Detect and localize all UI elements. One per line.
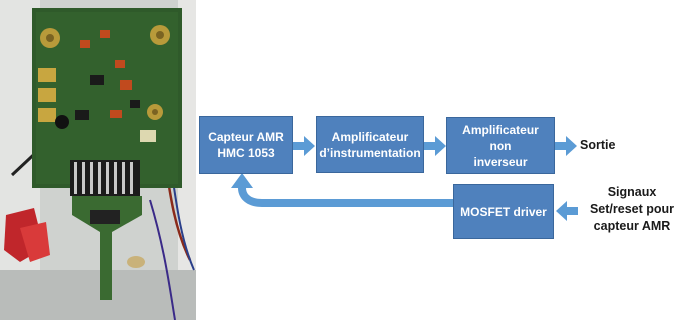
block-instrumentation-amplifier-label: Amplificateur d’instrumentation [319, 129, 421, 160]
arrow-feedback [231, 173, 453, 207]
block-mosfet-driver-label: MOSFET driver [460, 204, 547, 219]
arrow-sensor-to-amp [293, 136, 315, 156]
set-reset-signals-label: Signaux Set/reset pour capteur AMR [589, 185, 675, 233]
arrow-to-output [555, 136, 577, 156]
output-label: Sortie [580, 138, 616, 152]
block-mosfet-driver: MOSFET driver [453, 184, 554, 239]
block-amr-sensor: Capteur AMR HMC 1053 [199, 116, 293, 174]
arrow-amp-to-noninv [424, 136, 446, 156]
block-non-inverting-amplifier-label: Amplificateur non inverseur [462, 122, 539, 169]
arrow-signals-to-mosfet [556, 201, 578, 221]
pcb-board-photo-icon [0, 0, 196, 320]
block-amr-sensor-label: Capteur AMR HMC 1053 [208, 130, 284, 160]
block-instrumentation-amplifier: Amplificateur d’instrumentation [316, 116, 424, 173]
block-non-inverting-amplifier: Amplificateur non inverseur [446, 117, 555, 174]
pcb-photo [0, 0, 196, 320]
